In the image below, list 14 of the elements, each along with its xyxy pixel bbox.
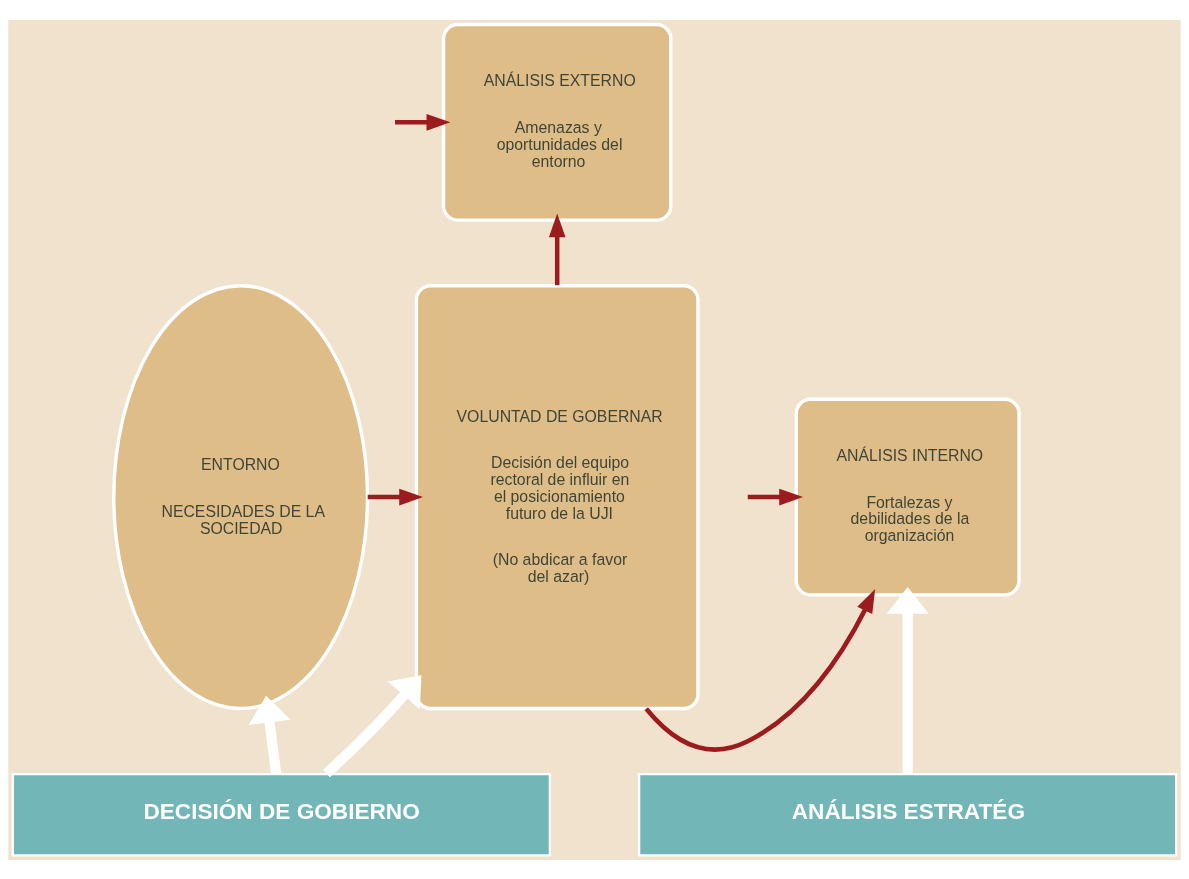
arrow [548, 213, 566, 285]
arrow [367, 488, 424, 505]
node-ellipse: ENTORNO NECESIDADES DE LA SOCIEDAD [112, 283, 370, 710]
arrow [248, 695, 291, 775]
node-box: DECISIÓN DE GOBIERNO [11, 772, 551, 857]
arrow [323, 674, 422, 777]
arrow [395, 113, 451, 131]
node-box: ANÁLISIS INTERNO Fortalezas y debilidades de la organización [794, 397, 1021, 597]
node-box: ANÁLISIS EXTERNO Amenazas y oportunidades del entorno [441, 22, 673, 222]
arrow [747, 488, 803, 505]
arrow [886, 586, 929, 774]
node-box: VOLUNTAD DE GOBERNAR Decisión del equipo rectoral de influir en el posicionamiento futuro de la UJI (No abdicar a favor del azar) [414, 283, 700, 710]
node-box: ANÁLISIS ESTRATÉG [638, 772, 1178, 857]
arrow [644, 588, 876, 752]
